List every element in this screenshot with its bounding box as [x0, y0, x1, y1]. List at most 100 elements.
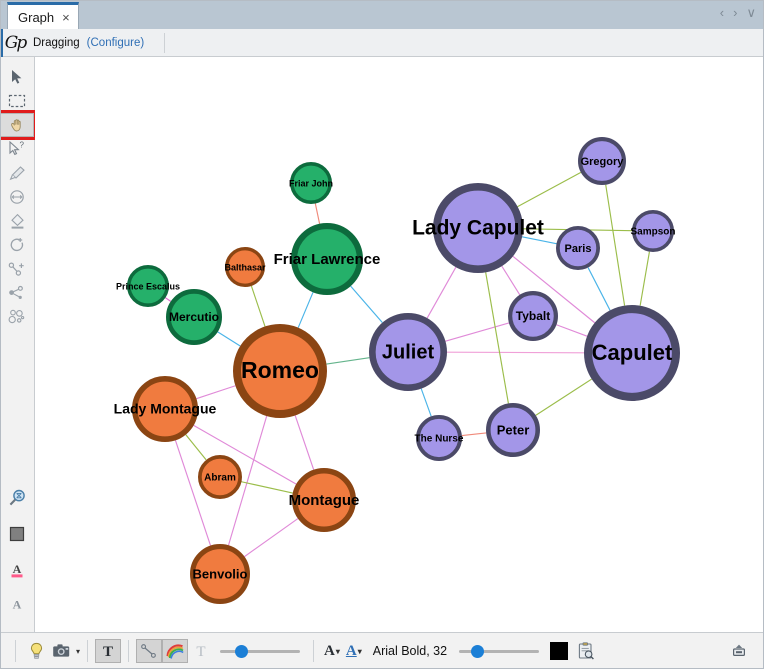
- graph-edge[interactable]: [501, 265, 521, 296]
- graph-node[interactable]: Capulet: [584, 305, 681, 401]
- slider-knob[interactable]: [234, 644, 248, 658]
- graph-edge[interactable]: [461, 432, 487, 437]
- cluster-tool[interactable]: [0, 305, 34, 329]
- rotate-tool[interactable]: [0, 233, 34, 257]
- paint-bucket-tool[interactable]: [0, 209, 34, 233]
- background-color-button[interactable]: [0, 522, 34, 546]
- shortest-path-tool[interactable]: [0, 281, 34, 305]
- rectangle-selection-tool[interactable]: [0, 89, 34, 113]
- node-circle[interactable]: [290, 222, 363, 295]
- graph-edge[interactable]: [522, 236, 557, 245]
- node-circle[interactable]: [292, 468, 357, 533]
- graph-edge[interactable]: [445, 322, 510, 342]
- camera-icon[interactable]: [49, 639, 75, 663]
- node-circle[interactable]: [127, 265, 170, 308]
- graph-node[interactable]: Friar Lawrence: [274, 222, 381, 295]
- graph-node[interactable]: Juliet: [369, 313, 448, 392]
- graph-edge[interactable]: [294, 415, 315, 470]
- node-info-tool[interactable]: ?: [0, 137, 34, 161]
- graph-edge[interactable]: [426, 266, 457, 319]
- graph-node[interactable]: Romeo: [232, 323, 327, 418]
- graph-node[interactable]: Gregory: [577, 137, 626, 185]
- graph-edge[interactable]: [217, 331, 241, 347]
- node-label-color-button[interactable]: A: [0, 558, 34, 582]
- node-circle[interactable]: [508, 291, 558, 341]
- configure-link[interactable]: (Configure): [86, 36, 145, 49]
- graph-node[interactable]: Balthasar: [224, 246, 266, 287]
- node-circle[interactable]: [224, 246, 265, 287]
- node-circle[interactable]: [433, 182, 524, 273]
- graph-edge[interactable]: [314, 203, 321, 224]
- graph-node[interactable]: Friar John: [289, 162, 333, 205]
- node-circle[interactable]: [290, 162, 333, 205]
- edge-color-toggle[interactable]: [162, 639, 189, 663]
- font-name-label[interactable]: Arial Bold, 32: [372, 644, 448, 658]
- graph-edge[interactable]: [517, 171, 582, 208]
- node-circle[interactable]: [555, 225, 600, 270]
- graph-edge[interactable]: [297, 291, 314, 328]
- zoom-to-fit-button[interactable]: [0, 486, 34, 510]
- node-circle[interactable]: [166, 289, 223, 346]
- edge-visibility-toggle[interactable]: [136, 639, 163, 663]
- node-circle[interactable]: [415, 414, 462, 461]
- graph-edge[interactable]: [350, 285, 383, 323]
- graph-edge[interactable]: [174, 440, 212, 546]
- tab-graph[interactable]: Graph ×: [7, 2, 79, 29]
- lightbulb-icon[interactable]: [23, 639, 49, 663]
- graph-node[interactable]: Prince Escalus: [116, 265, 180, 308]
- graph-node[interactable]: Mercutio: [166, 289, 223, 346]
- chevron-down-icon[interactable]: ∨: [746, 5, 756, 20]
- node-circle[interactable]: [190, 543, 251, 604]
- node-circle[interactable]: [197, 454, 242, 499]
- add-edge-tool[interactable]: [0, 257, 34, 281]
- brush-paint-tool[interactable]: [0, 161, 34, 185]
- graph-edge[interactable]: [193, 424, 297, 485]
- graph-node[interactable]: Abram: [197, 454, 242, 499]
- graph-edge[interactable]: [639, 251, 651, 306]
- chevron-right-icon[interactable]: ›: [733, 5, 738, 20]
- graph-node[interactable]: Benvolio: [190, 543, 251, 604]
- node-circle[interactable]: [631, 210, 674, 253]
- graph-edge[interactable]: [605, 184, 626, 306]
- graph-node[interactable]: Peter: [486, 403, 541, 458]
- node-circle[interactable]: [369, 313, 448, 392]
- graph-node[interactable]: Lady Capulet: [412, 182, 544, 273]
- graph-edge[interactable]: [244, 518, 299, 558]
- selection-cursor-tool[interactable]: [0, 65, 34, 89]
- graph-edge[interactable]: [165, 297, 172, 302]
- graph-node[interactable]: Tybalt: [508, 291, 558, 341]
- graph-node[interactable]: Sampson: [630, 210, 676, 253]
- camera-dropdown-caret[interactable]: ▾: [76, 646, 81, 656]
- node-circle[interactable]: [232, 323, 327, 418]
- node-circle[interactable]: [577, 137, 626, 185]
- edge-labels-toggle[interactable]: T: [188, 639, 214, 663]
- label-color-swatch[interactable]: [550, 642, 569, 660]
- graph-edge[interactable]: [535, 378, 593, 416]
- graph-edge[interactable]: [512, 255, 596, 324]
- label-color-dropdown[interactable]: A ▾: [343, 643, 365, 660]
- export-icon[interactable]: [726, 639, 752, 663]
- graph-node[interactable]: Paris: [555, 225, 600, 270]
- graph-edge[interactable]: [420, 388, 432, 417]
- graph-edge[interactable]: [446, 351, 585, 354]
- graph-edge[interactable]: [227, 415, 268, 546]
- edge-label-color-button[interactable]: A: [0, 592, 34, 616]
- graph-edge[interactable]: [196, 385, 236, 400]
- graph-edge[interactable]: [250, 285, 266, 327]
- label-opacity-slider[interactable]: [459, 641, 540, 661]
- chevron-left-icon[interactable]: ‹: [719, 5, 725, 20]
- label-size-slider[interactable]: [220, 641, 301, 661]
- graph-edge[interactable]: [587, 267, 611, 311]
- node-labels-toggle[interactable]: T: [95, 639, 122, 663]
- graph-edge[interactable]: [241, 481, 293, 494]
- node-circle[interactable]: [132, 375, 198, 442]
- close-icon[interactable]: ×: [62, 9, 70, 25]
- graph-edge[interactable]: [485, 272, 509, 404]
- graph-node[interactable]: Montague: [289, 468, 360, 533]
- node-circle[interactable]: [584, 305, 681, 401]
- graph-edge[interactable]: [556, 324, 588, 337]
- node-circle[interactable]: [486, 403, 541, 458]
- graph-node[interactable]: The Nurse: [415, 414, 464, 461]
